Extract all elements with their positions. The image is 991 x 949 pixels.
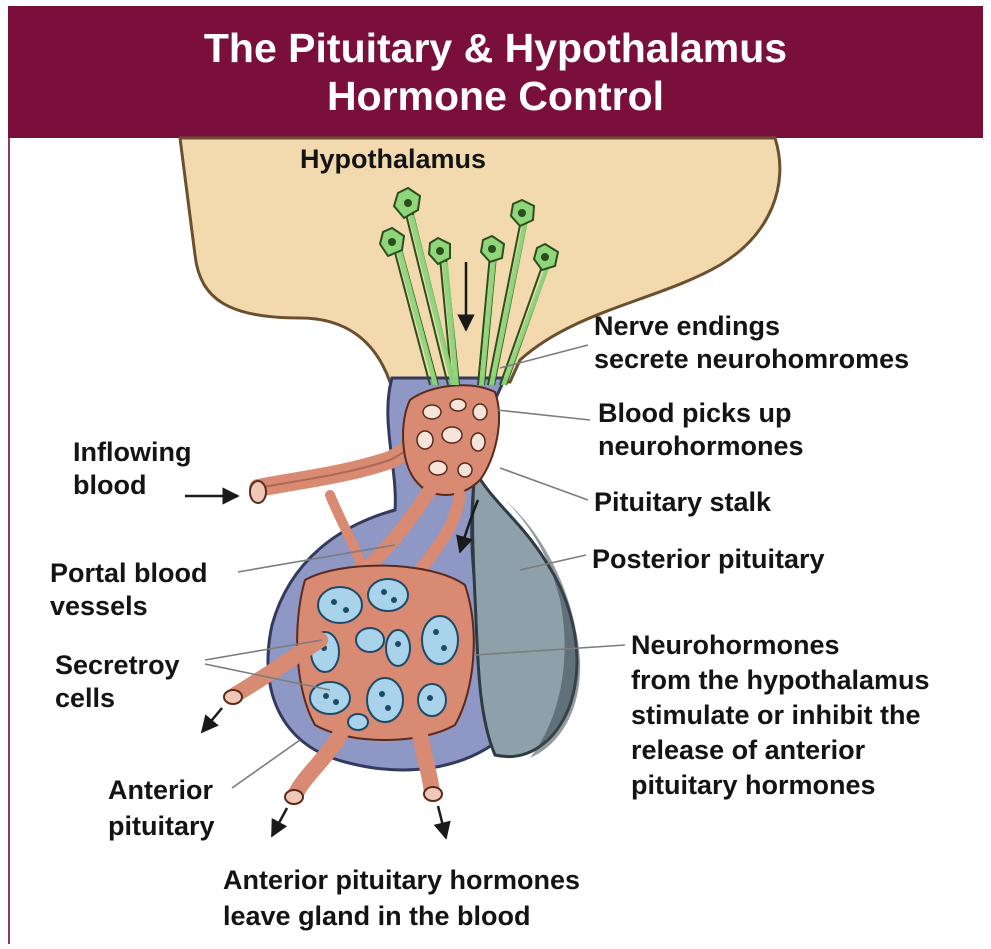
label-inflowing-blood-line-2: blood — [73, 469, 191, 502]
label-posterior-pituitary: Posterior pituitary — [592, 543, 825, 576]
label-blood-picks-up: Blood picks up neurohormones — [598, 397, 804, 463]
label-nerve-endings: Nerve endings secrete neurohomromes — [594, 310, 909, 376]
label-pituitary-stalk: Pituitary stalk — [594, 486, 771, 519]
label-anterior-hormones-line-1: Anterior pituitary hormones — [223, 862, 580, 898]
label-neurohormones-line-5: pituitary hormones — [631, 768, 930, 803]
leader-anterior-pituitary — [232, 740, 300, 788]
label-anterior-hormones-line-2: leave gland in the blood — [223, 898, 580, 934]
label-secretory-line-1: Secretroy — [55, 649, 180, 682]
label-secretory-cells: Secretroy cells — [55, 649, 180, 715]
label-portal-blood-vessels: Portal blood vessels — [50, 557, 208, 623]
artery-opening — [250, 481, 266, 503]
label-portal-line-2: vessels — [50, 590, 208, 623]
label-portal-line-1: Portal blood — [50, 557, 208, 590]
outflow-arrow-bottom-left — [272, 808, 287, 836]
label-inflowing-blood-line-1: Inflowing — [73, 436, 191, 469]
label-anterior-pituitary: Anterior pituitary — [108, 772, 215, 844]
label-nerve-endings-line-2: secrete neurohomromes — [594, 343, 909, 376]
label-neurohormones-line-2: from the hypothalamus — [631, 663, 930, 698]
label-hypothalamus: Hypothalamus — [300, 143, 486, 176]
label-neurohormones-note: Neurohormones from the hypothalamus stim… — [631, 628, 930, 803]
label-secretory-line-2: cells — [55, 682, 180, 715]
label-anterior-line-1: Anterior — [108, 772, 215, 808]
label-neurohormones-line-3: stimulate or inhibit the — [631, 698, 930, 733]
label-nerve-endings-line-1: Nerve endings — [594, 310, 909, 343]
label-blood-picks-up-line-1: Blood picks up — [598, 397, 804, 430]
label-neurohormones-line-1: Neurohormones — [631, 628, 930, 663]
label-anterior-line-2: pituitary — [108, 808, 215, 844]
outflow-arrow-left — [202, 708, 222, 732]
label-neurohormones-line-4: release of anterior — [631, 733, 930, 768]
label-inflowing-blood: Inflowing blood — [73, 436, 191, 502]
label-blood-picks-up-line-2: neurohormones — [598, 430, 804, 463]
outflow-arrow-bottom-right — [438, 806, 446, 838]
leader-blood-picks-up — [497, 410, 590, 420]
label-anterior-hormones: Anterior pituitary hormones leave gland … — [223, 862, 580, 934]
primary-capillary-plexus — [403, 385, 499, 495]
leader-pituitary-stalk — [500, 468, 588, 500]
